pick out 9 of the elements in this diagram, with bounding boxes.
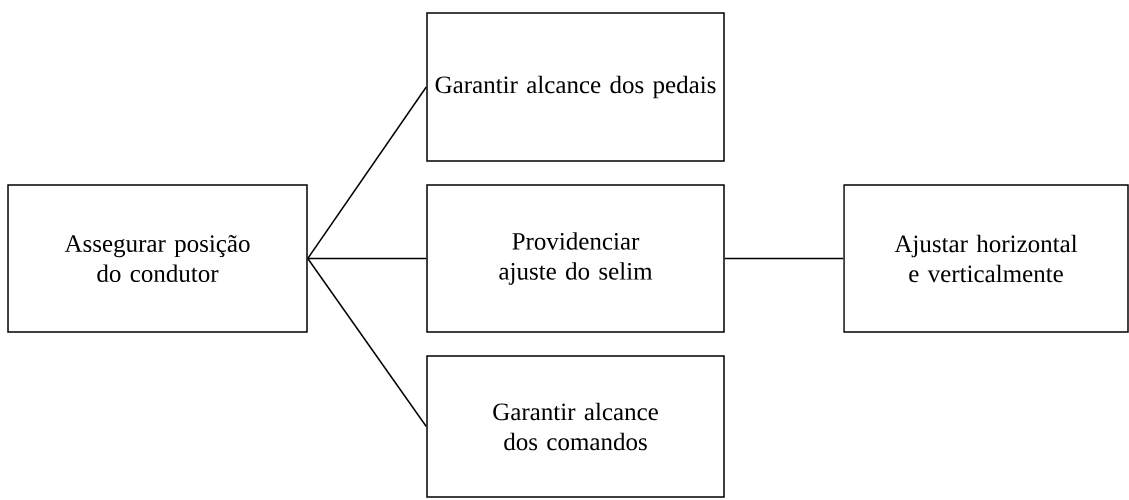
process-box: Garantir alcance dos comandos	[426, 355, 725, 498]
connector-line	[307, 257, 427, 428]
process-box: Garantir alcance dos pedais	[426, 12, 725, 162]
connector-line	[307, 86, 427, 260]
process-box: Providenciar ajuste do selim	[426, 184, 725, 333]
process-box: Ajustar horizontal e verticalmente	[843, 184, 1129, 333]
connector-line	[724, 257, 844, 260]
process-box: Assegurar posição do condutor	[7, 184, 308, 333]
connector-line	[307, 257, 427, 260]
